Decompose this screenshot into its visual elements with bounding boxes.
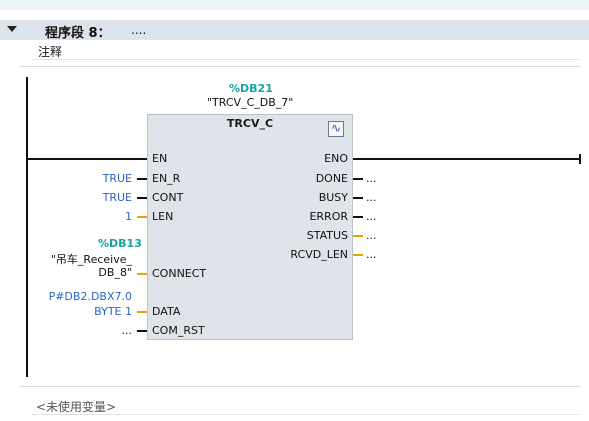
collapse-toggle-icon[interactable] [6,23,18,35]
pin-error: ERROR [309,210,348,223]
param-connect-db[interactable]: %DB13 [98,237,142,250]
out-done[interactable]: ... [366,172,377,185]
instance-db-name[interactable]: "TRCV_C_DB_7" [207,96,294,109]
stub-done [353,178,363,180]
param-connect-line2[interactable]: DB_8" [98,266,132,279]
power-rail [26,77,28,377]
en-wire [27,158,147,160]
network-separator [20,386,580,387]
pin-len: LEN [152,210,174,223]
pin-com-rst: COM_RST [152,324,205,337]
pin-cont: CONT [152,191,184,204]
pin-data: DATA [152,305,181,318]
stub-busy [353,197,363,199]
network-title: 程序段 8： [45,26,111,41]
out-status[interactable]: ... [366,229,377,242]
instance-db-title[interactable]: %DB21 [229,82,273,95]
network-header[interactable]: 程序段 8： .... [0,20,589,41]
unused-vars-row[interactable]: <未使用变量> [32,396,579,415]
stub-com-rst [137,330,147,332]
param-len[interactable]: 1 [125,210,132,223]
stub-connect [137,273,147,275]
pin-connect: CONNECT [152,267,207,280]
stub-data [137,311,147,313]
function-block-type: TRCV_C [226,117,274,130]
param-en-r[interactable]: TRUE [102,172,132,185]
stub-len [137,216,147,218]
param-data-line2[interactable]: BYTE 1 [94,305,132,318]
right-rail-stub [579,154,581,164]
stub-error [353,216,363,218]
stub-cont [137,197,147,199]
pin-busy: BUSY [318,191,348,204]
top-strip [0,0,589,10]
pin-en: EN [152,152,168,165]
unused-vars-label: <未使用变量> [36,400,117,414]
pin-eno: ENO [324,152,348,165]
stub-rcvd-len [353,254,363,256]
pin-rcvd-len: RCVD_LEN [290,248,348,261]
param-cont[interactable]: TRUE [102,191,132,204]
param-com-rst[interactable]: ... [121,324,133,337]
eno-wire [353,158,580,160]
out-busy[interactable]: ... [366,191,377,204]
comment-text[interactable]: 注释 [38,45,63,59]
param-connect-line1[interactable]: "吊车_Receive_ [50,253,132,266]
out-error[interactable]: ... [366,210,377,223]
param-data-line1[interactable]: P#DB2.DBX7.0 [48,290,132,303]
out-rcvd-len[interactable]: ... [366,248,377,261]
diagnostics-icon[interactable] [328,121,344,137]
network-title-value[interactable]: .... [131,23,147,37]
stub-en-r [137,178,147,180]
pin-en-r: EN_R [152,172,181,185]
network-comment[interactable]: 注释 [32,41,579,60]
function-block[interactable] [147,114,353,340]
pin-status: STATUS [306,229,348,242]
ladder-network [20,66,580,387]
stub-status [353,235,363,237]
pin-done: DONE [315,172,348,185]
